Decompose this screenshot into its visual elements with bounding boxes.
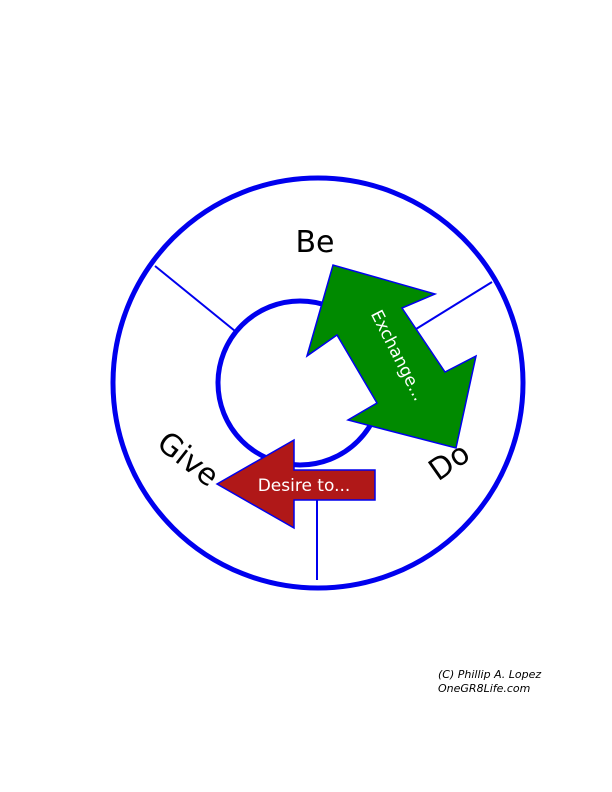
label-give: Give: [150, 425, 225, 494]
spoke-upper-right: [407, 281, 493, 335]
outer-ring: [110, 175, 526, 591]
credit-site: OneGR8Life.com: [438, 682, 531, 695]
spoke-upper-left: [154, 265, 236, 332]
credit-author: (C) Phillip A. Lopez: [438, 668, 542, 681]
desire-arrow: [215, 438, 376, 530]
desire-arrow-label: Desire to...: [258, 476, 351, 496]
label-do: Do: [423, 436, 477, 488]
exchange-arrow: [305, 264, 478, 449]
credit-block: (C) Phillip A. Lopez OneGR8Life.com: [438, 668, 598, 696]
label-be: Be: [295, 225, 334, 260]
